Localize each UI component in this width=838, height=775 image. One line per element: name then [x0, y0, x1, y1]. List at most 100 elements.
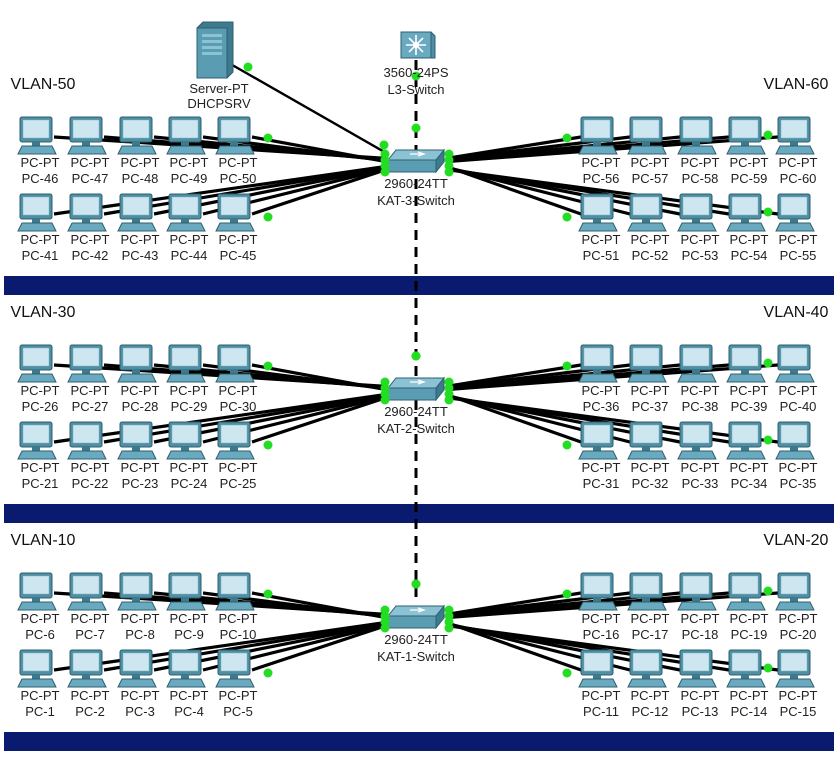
pc-type-label: PC-PT	[219, 611, 258, 626]
pc-icon[interactable]	[215, 116, 255, 155]
pc-icon[interactable]	[726, 649, 766, 688]
pc-name-label: PC-18	[682, 627, 719, 642]
pc-icon[interactable]	[166, 421, 206, 460]
pc-type-label: PC-PT	[631, 460, 670, 475]
pc-icon[interactable]	[726, 421, 766, 460]
pc-icon[interactable]	[677, 344, 717, 383]
floor-bar	[4, 276, 834, 295]
pc-icon[interactable]	[166, 344, 206, 383]
pc-icon[interactable]	[775, 649, 815, 688]
pc-icon[interactable]	[677, 421, 717, 460]
pc-icon[interactable]	[578, 193, 618, 232]
pc-icon[interactable]	[578, 344, 618, 383]
pc-icon[interactable]	[215, 572, 255, 611]
pc-icon[interactable]	[215, 344, 255, 383]
link-endpoint	[763, 358, 773, 368]
pc-icon[interactable]	[627, 344, 667, 383]
pc-icon[interactable]	[627, 193, 667, 232]
switch-icon[interactable]	[386, 604, 446, 630]
pc-icon[interactable]	[726, 116, 766, 155]
pc-icon[interactable]	[17, 116, 57, 155]
pc-icon[interactable]	[677, 649, 717, 688]
link-endpoint	[562, 589, 572, 599]
pc-type-label: PC-PT	[219, 232, 258, 247]
link-endpoint	[562, 212, 572, 222]
pc-icon[interactable]	[17, 572, 57, 611]
pc-icon[interactable]	[117, 572, 157, 611]
pc-icon[interactable]	[726, 193, 766, 232]
pc-icon[interactable]	[166, 649, 206, 688]
pc-icon[interactable]	[17, 193, 57, 232]
pc-icon[interactable]	[215, 649, 255, 688]
pc-icon[interactable]	[67, 344, 107, 383]
pc-icon[interactable]	[627, 116, 667, 155]
switch-name-label: KAT-3-Switch	[377, 193, 455, 208]
pc-icon[interactable]	[726, 572, 766, 611]
pc-icon[interactable]	[67, 421, 107, 460]
pc-type-label: PC-PT	[681, 688, 720, 703]
pc-type-label: PC-PT	[681, 232, 720, 247]
vlan-label-right: VLAN-20	[764, 532, 829, 549]
pc-name-label: PC-7	[75, 627, 105, 642]
pc-name-label: PC-51	[583, 248, 620, 263]
pc-icon[interactable]	[166, 116, 206, 155]
pc-icon[interactable]	[578, 421, 618, 460]
pc-icon[interactable]	[627, 649, 667, 688]
access-link	[251, 135, 387, 164]
pc-icon[interactable]	[627, 572, 667, 611]
pc-type-label: PC-PT	[779, 383, 818, 398]
link-endpoint	[763, 586, 773, 596]
pc-icon[interactable]	[775, 572, 815, 611]
pc-name-label: PC-1	[25, 704, 55, 719]
pc-name-label: PC-15	[780, 704, 817, 719]
pc-icon[interactable]	[726, 344, 766, 383]
access-link	[445, 363, 582, 388]
pc-type-label: PC-PT	[582, 232, 621, 247]
pc-icon[interactable]	[627, 421, 667, 460]
pc-icon[interactable]	[578, 572, 618, 611]
pc-icon[interactable]	[677, 116, 717, 155]
pc-icon[interactable]	[578, 649, 618, 688]
pc-icon[interactable]	[17, 344, 57, 383]
pc-type-label: PC-PT	[681, 611, 720, 626]
link-endpoint	[411, 579, 421, 589]
pc-icon[interactable]	[677, 193, 717, 232]
pc-icon[interactable]	[117, 649, 157, 688]
pc-name-label: PC-4	[174, 704, 204, 719]
pc-name-label: PC-11	[583, 704, 619, 719]
switch-icon[interactable]	[386, 148, 446, 174]
pc-name-label: PC-27	[72, 399, 109, 414]
pc-type-label: PC-PT	[219, 155, 258, 170]
pc-icon[interactable]	[67, 193, 107, 232]
pc-icon[interactable]	[67, 116, 107, 155]
pc-name-label: PC-12	[632, 704, 669, 719]
server-icon[interactable]	[196, 21, 234, 79]
pc-icon[interactable]	[67, 572, 107, 611]
pc-icon[interactable]	[117, 193, 157, 232]
pc-icon[interactable]	[578, 116, 618, 155]
pc-icon[interactable]	[775, 344, 815, 383]
pc-icon[interactable]	[215, 193, 255, 232]
pc-icon[interactable]	[17, 421, 57, 460]
pc-type-label: PC-PT	[730, 155, 769, 170]
pc-icon[interactable]	[117, 421, 157, 460]
pc-icon[interactable]	[117, 344, 157, 383]
pc-name-label: PC-29	[171, 399, 208, 414]
link-endpoint	[380, 167, 390, 177]
pc-icon[interactable]	[215, 421, 255, 460]
pc-icon[interactable]	[677, 572, 717, 611]
switch-type-label: 2960-24TT	[384, 632, 448, 647]
pc-icon[interactable]	[17, 649, 57, 688]
pc-icon[interactable]	[166, 193, 206, 232]
pc-type-label: PC-PT	[779, 232, 818, 247]
pc-icon[interactable]	[775, 116, 815, 155]
pc-type-label: PC-PT	[730, 460, 769, 475]
multilayer-switch-icon[interactable]	[400, 31, 436, 59]
switch-icon[interactable]	[386, 376, 446, 402]
pc-icon[interactable]	[775, 193, 815, 232]
pc-icon[interactable]	[67, 649, 107, 688]
access-link	[445, 624, 779, 672]
pc-icon[interactable]	[775, 421, 815, 460]
pc-icon[interactable]	[166, 572, 206, 611]
pc-icon[interactable]	[117, 116, 157, 155]
